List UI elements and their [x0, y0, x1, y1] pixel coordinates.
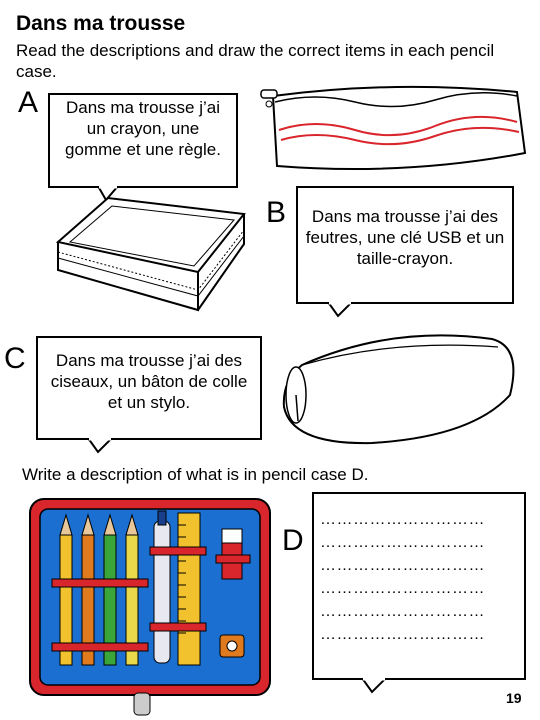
pencil-case-b-image [55, 196, 246, 312]
page-number: 19 [506, 690, 522, 706]
instructions: Read the descriptions and draw the corre… [16, 41, 495, 81]
pencil-case-a-image [260, 85, 527, 171]
answer-line[interactable]: ………………………… [320, 603, 485, 620]
letter-b: B [266, 196, 287, 229]
speech-bubble-b: Dans ma trousse j’ai des feutres, une cl… [296, 186, 514, 304]
bubble-a-tail [96, 186, 120, 202]
answer-line[interactable]: ………………………… [320, 557, 485, 574]
letter-d: D [282, 524, 304, 557]
bubble-c-text: Dans ma trousse j’ai des ciseaux, un bât… [50, 351, 248, 412]
bubble-c-tail [86, 438, 114, 454]
answer-line[interactable]: ………………………… [320, 534, 485, 551]
bubble-b-text: Dans ma trousse j’ai des feutres, une cl… [305, 207, 505, 268]
speech-bubble-a: Dans ma trousse j’ai un crayon, une gomm… [48, 93, 238, 188]
pencil-case-c-image [282, 334, 515, 445]
letter-c: C [4, 342, 26, 375]
letter-a: A [18, 86, 39, 119]
speech-bubble-d: ………………………… ………………………… ………………………… …………………… [312, 492, 526, 680]
page-title: Dans ma trousse [16, 12, 186, 35]
answer-line[interactable]: ………………………… [320, 580, 485, 597]
pencil-case-d-image [29, 498, 271, 716]
bubble-a-text: Dans ma trousse j’ai un crayon, une gomm… [65, 98, 221, 159]
speech-bubble-c: Dans ma trousse j’ai des ciseaux, un bât… [36, 336, 262, 440]
prompt-d: Write a description of what is in pencil… [22, 465, 369, 484]
answer-line[interactable]: ………………………… [320, 511, 485, 528]
answer-line[interactable]: ………………………… [320, 626, 485, 643]
bubble-b-tail [326, 302, 354, 318]
bubble-d-tail [360, 678, 388, 694]
